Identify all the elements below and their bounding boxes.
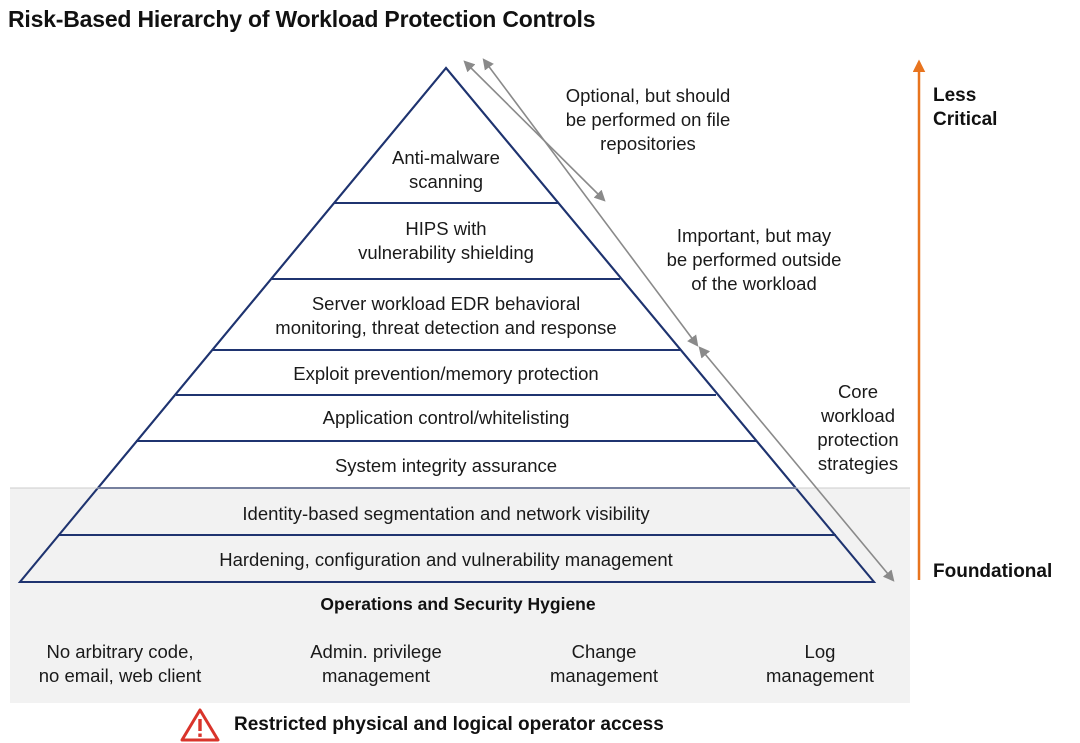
- bracket-arrow-core: [698, 346, 895, 582]
- layer-system-integrity: System integrity assurance: [334, 455, 558, 476]
- bracket-arrow-important: [482, 58, 699, 347]
- warning-triangle-icon: [180, 708, 220, 742]
- scale-foundational: Foundational: [933, 561, 1053, 582]
- bracket-arrows: [463, 58, 895, 582]
- layer-exploit-prevention: Exploit prevention/memory protection: [293, 363, 599, 384]
- operator-access-warning: Restricted physical and logical operator…: [180, 707, 664, 743]
- hygiene-title: Operations and Security Hygiene: [320, 594, 596, 614]
- hygiene-item-arbitrary-code: No arbitrary code,no email, web client: [38, 641, 202, 686]
- layer-application-control: Application control/whitelisting: [322, 407, 570, 428]
- layer-hardening: Hardening, configuration and vulnerabili…: [219, 549, 673, 570]
- diagram-title: Risk-Based Hierarchy of Workload Protect…: [8, 6, 596, 32]
- warning-text: Restricted physical and logical operator…: [234, 714, 664, 735]
- layer-segmentation: Identity-based segmentation and network …: [242, 503, 650, 524]
